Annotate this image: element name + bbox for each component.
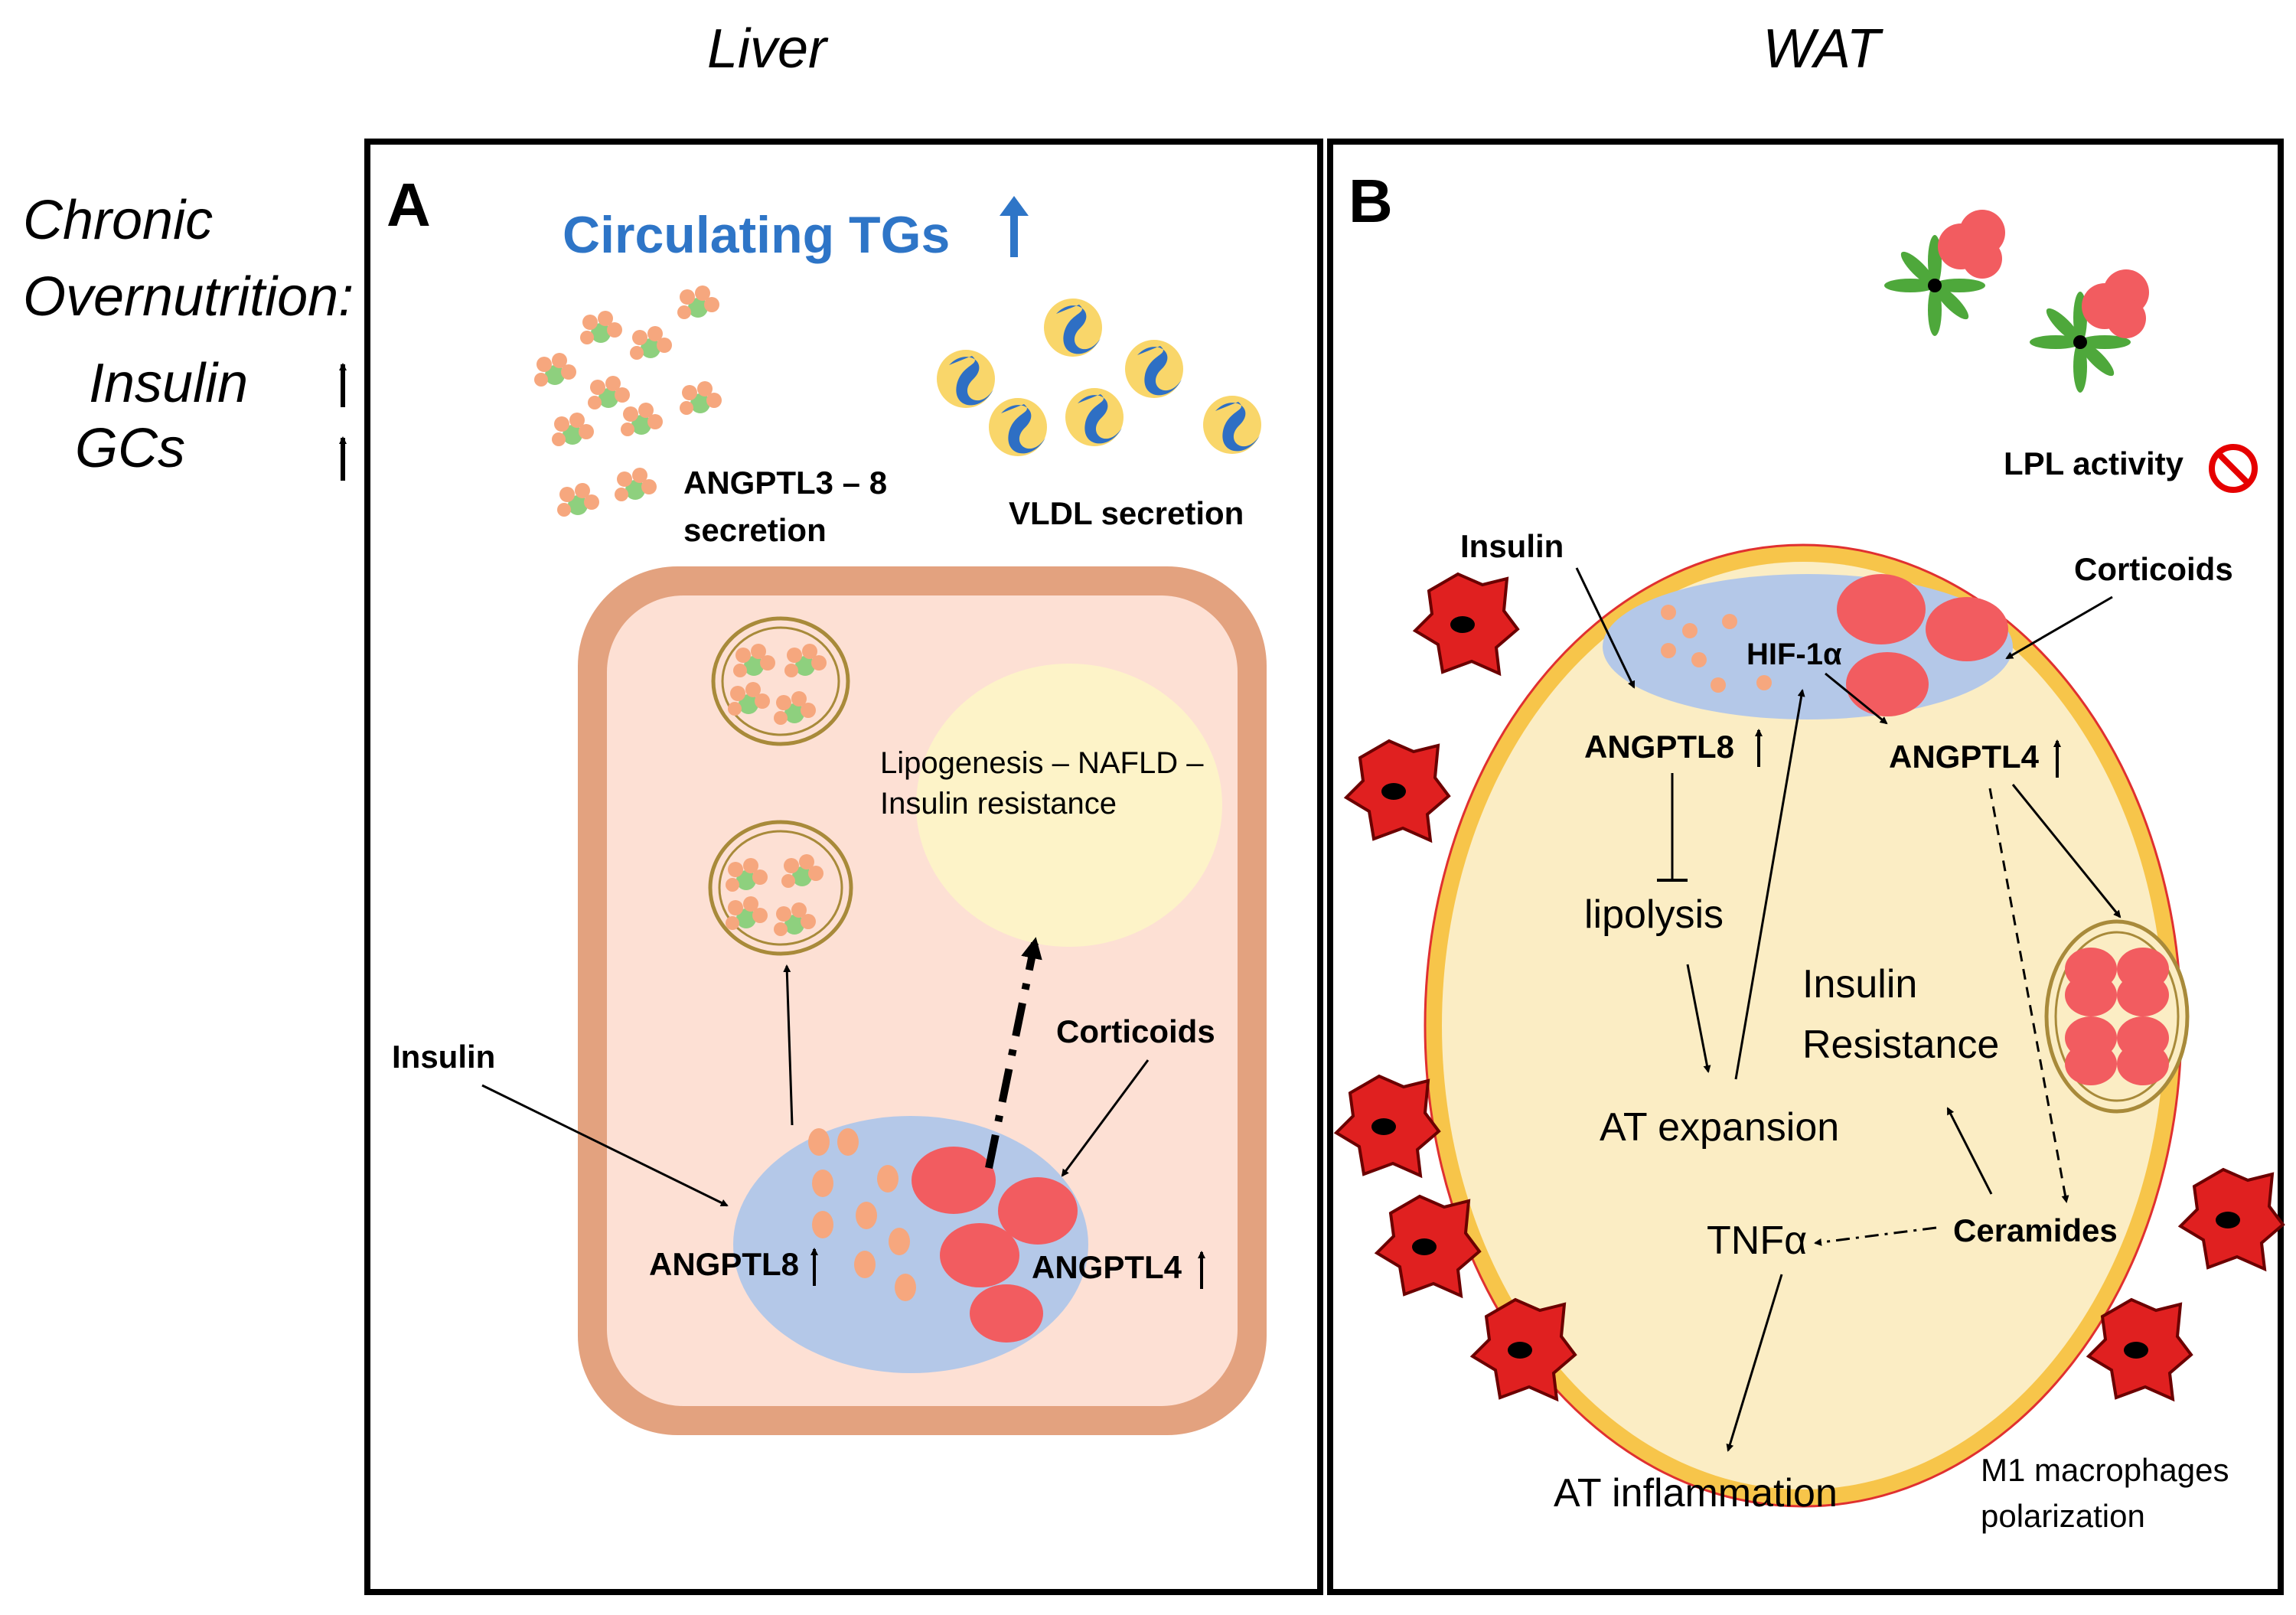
vldl-particle-group: [937, 299, 1261, 456]
panel-a-angptl8-label: ANGPTL8: [649, 1246, 799, 1282]
vesicle-top: [711, 616, 850, 746]
angptl4-to-ceramides-arrow: [1988, 788, 2069, 1203]
adipocyte-nucleus-small-droplets: [1661, 605, 1772, 693]
at-expansion-label: AT expansion: [1600, 1105, 1839, 1150]
panel-b-frame: [1327, 139, 2284, 1595]
insulin-to-angptl8-arrow: [1575, 567, 1636, 689]
angptl38-label-line1: ANGPTL3 – 8: [683, 465, 887, 501]
ceramides-to-ir-arrow: [1946, 1107, 1993, 1195]
adipocyte-body: [1442, 562, 2164, 1489]
side-insulin-label: Insulin: [89, 353, 248, 414]
insulin-resistance-label-line1: Insulin: [1802, 962, 1917, 1007]
nucleus-small-droplets: [808, 1128, 916, 1301]
panel-b-corticoids-label: Corticoids: [2074, 551, 2233, 587]
angptl4-to-vesicle-arrow: [2011, 784, 2122, 918]
panel-b-insulin-label: Insulin: [1460, 528, 1564, 564]
ceramides-label: Ceramides: [1953, 1212, 2118, 1248]
hif-to-angptl4-arrow: [1825, 672, 1888, 725]
hepatocyte-nucleus: [733, 1116, 1088, 1373]
insulin-resistance-label-line2: Resistance: [1802, 1023, 1999, 1067]
lipogenesis-circle: [916, 664, 1222, 947]
panel-a-insulin-label: Insulin: [392, 1039, 495, 1075]
nucleus-lipid-droplets: [912, 1147, 1078, 1343]
panel-a-frame: [364, 139, 1323, 1595]
lpl-enzyme-icon-1: [1884, 210, 2005, 336]
side-gcs-label: GCs: [75, 418, 185, 479]
ceramides-to-tnf-arrow: [1814, 1226, 1937, 1246]
vldl-secretion-label: VLDL secretion: [1009, 495, 1244, 531]
panel-a-letter: A: [386, 171, 431, 239]
nucleus-to-lipogenesis-arrow: [985, 937, 1042, 1169]
condition-label-line1: Chronic: [23, 190, 213, 251]
tgs-up-arrowhead-icon: [1000, 196, 1029, 216]
nucleus-to-vesicle-arrow: [783, 964, 794, 1126]
corticoids-to-nucleus-b-arrow: [2005, 595, 2113, 660]
condition-label-line2: Overnutrition:: [23, 266, 354, 328]
m1-polarization-label-line2: polarization: [1981, 1498, 2145, 1534]
adipocyte-nucleus-lipid-droplets: [1837, 574, 2008, 716]
tnf-to-inflammation-arrow: [1726, 1274, 1783, 1452]
circulating-tgs-label: Circulating TGs: [563, 206, 950, 264]
at-inflammation-label: AT inflammation: [1554, 1471, 1838, 1515]
insulin-to-nucleus-arrow: [481, 1084, 729, 1207]
prohibited-icon: [2209, 444, 2258, 493]
panel-b-angptl8-label: ANGPTL8: [1584, 729, 1734, 765]
lpl-activity-label: LPL activity: [2004, 445, 2184, 481]
panel-a-corticoids-label: Corticoids: [1056, 1013, 1215, 1049]
vesicle-middle: [708, 820, 853, 956]
adipocyte-vesicle: [2044, 919, 2190, 1114]
panel-b-letter: B: [1349, 167, 1393, 235]
lipolysis-to-expansion-arrow: [1686, 964, 1711, 1073]
panel-a-angptl4-label: ANGPTL4: [1032, 1249, 1182, 1285]
tnf-label: TNFα: [1707, 1219, 1807, 1263]
panel-b-angptl4-label: ANGPTL4: [1889, 739, 2040, 775]
lipogenesis-label-line1: Lipogenesis – NAFLD –: [880, 746, 1204, 780]
corticoids-to-nucleus-arrow: [1061, 1059, 1150, 1177]
angptl38-label-line2: secretion: [683, 512, 827, 548]
lipogenesis-label-line2: Insulin resistance: [880, 787, 1117, 821]
lpl-enzyme-icon-2: [2030, 269, 2149, 393]
wat-heading: WAT: [1763, 18, 1883, 80]
m1-polarization-label-line1: M1 macrophages: [1981, 1452, 2229, 1488]
angptl8-inhibits-lipolysis-icon: [1657, 773, 1688, 882]
liver-heading: Liver: [707, 18, 829, 80]
expansion-to-hif-arrow: [1734, 689, 1805, 1080]
hif-label: HIF-1α: [1746, 638, 1842, 671]
lipolysis-label: lipolysis: [1584, 892, 1724, 937]
